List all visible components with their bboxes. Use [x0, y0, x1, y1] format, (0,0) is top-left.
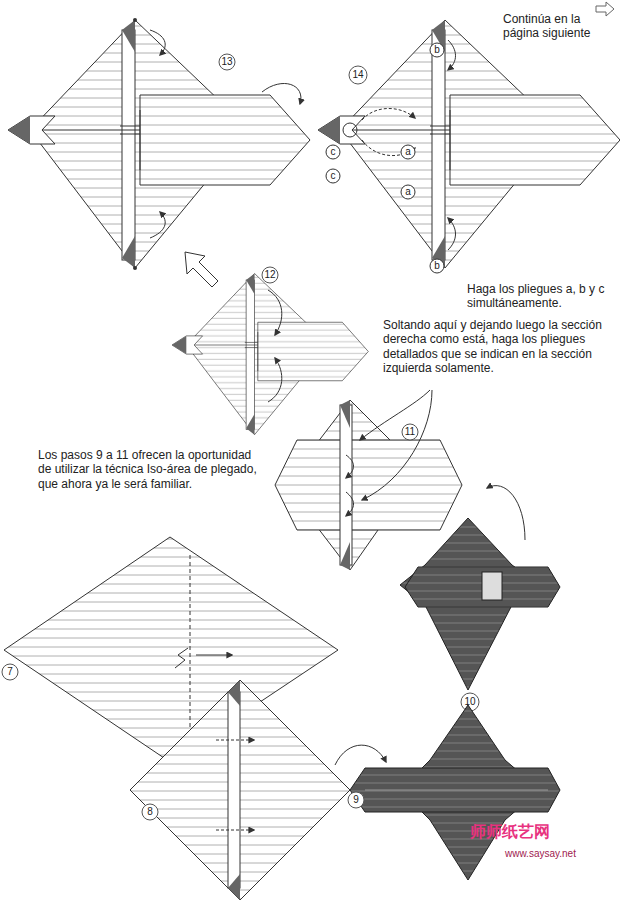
- fold-letter: b: [434, 260, 440, 272]
- step-number: 7: [7, 666, 13, 678]
- note: Los pasos 9 a 11 ofrecen la oportunidad …: [38, 448, 258, 491]
- fold-letter: a: [405, 146, 411, 158]
- step-number: 10: [464, 696, 475, 708]
- fold-letter: a: [405, 186, 411, 198]
- fold-letter: c: [331, 146, 336, 158]
- note: Haga los pliegues a, b y c simultáneamen…: [467, 282, 617, 311]
- watermark: www.saysay.net: [505, 848, 576, 860]
- step-number: 9: [353, 794, 359, 806]
- note: Soltando aquí y dejando luego la sección…: [383, 318, 617, 376]
- note: Continúa en la página siguiente: [503, 12, 615, 41]
- fold-letter: c: [331, 170, 336, 182]
- watermark: 师师纸艺网: [470, 822, 550, 841]
- step-number: 8: [147, 806, 153, 818]
- fold-letter: b: [434, 44, 440, 56]
- step-number: 13: [221, 56, 232, 68]
- step-number: 12: [264, 269, 275, 281]
- step-number: 14: [352, 69, 363, 81]
- step-number: 11: [405, 426, 415, 438]
